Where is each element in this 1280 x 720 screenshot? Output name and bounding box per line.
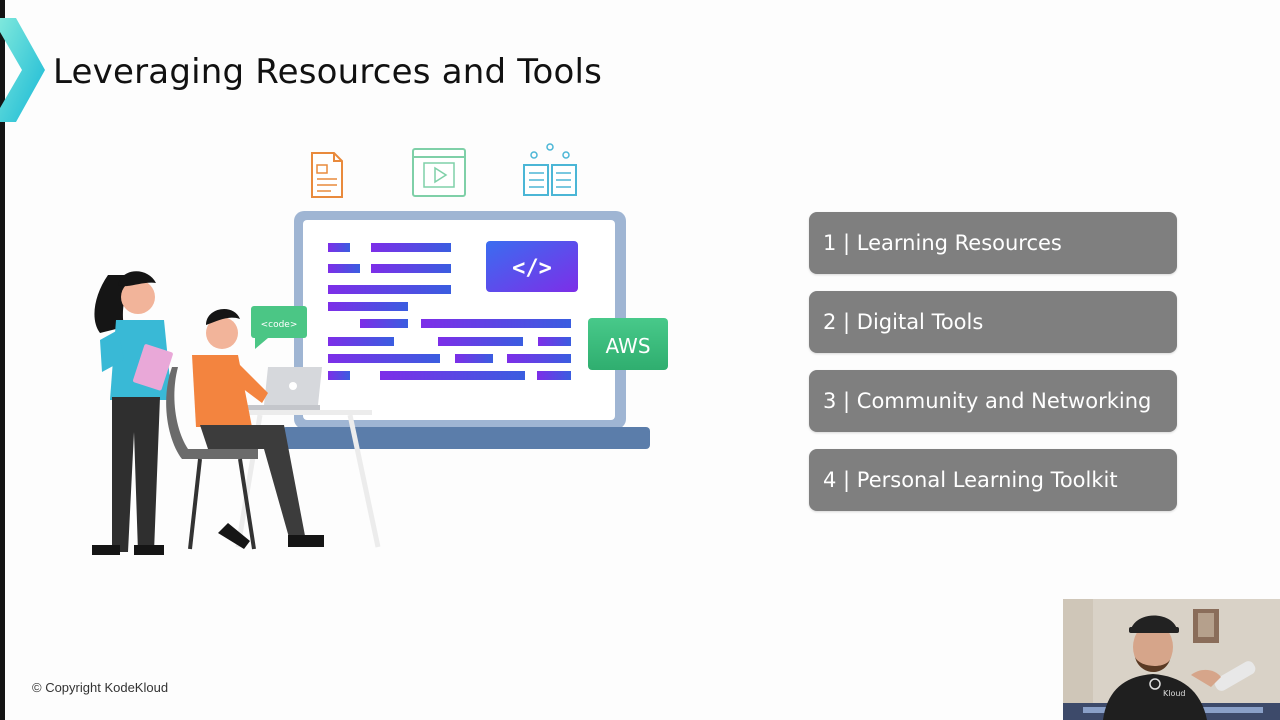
svg-text:</>: </> [512, 256, 552, 281]
copyright-footer: © Copyright KodeKloud [32, 680, 169, 695]
small-laptop [236, 367, 322, 410]
code-tag-badge: </> [486, 241, 578, 292]
svg-text:<code>: <code> [261, 320, 298, 330]
code-lines [328, 243, 571, 380]
topic-card-community-networking: 3 | Community and Networking [809, 370, 1177, 432]
open-book-icon [523, 143, 577, 196]
svg-text:AWS: AWS [605, 334, 650, 358]
sitting-man [192, 308, 324, 549]
video-player-icon [412, 148, 466, 197]
document-icon [311, 152, 343, 198]
presenter-video-frame: Kloud [1063, 599, 1280, 720]
topic-card-learning-resources: 1 | Learning Resources [809, 212, 1177, 274]
chair [166, 367, 258, 550]
chevron-accent [0, 18, 45, 122]
presenter-webcam: Kloud [1063, 599, 1280, 720]
topic-card-personal-toolkit: 4 | Personal Learning Toolkit [809, 449, 1177, 511]
svg-text:Kloud: Kloud [1163, 689, 1186, 698]
developer-illustration: </> AWS <code> [92, 143, 668, 555]
slide-title: Leveraging Resources and Tools [53, 52, 603, 92]
left-edge-bar [0, 0, 5, 720]
topic-list: 1 | Learning Resources 2 | Digital Tools… [809, 212, 1177, 528]
topic-card-digital-tools: 2 | Digital Tools [809, 291, 1177, 353]
code-speech-bubble: <code> [251, 306, 307, 349]
aws-badge: AWS [588, 318, 668, 370]
standing-woman [92, 271, 173, 555]
